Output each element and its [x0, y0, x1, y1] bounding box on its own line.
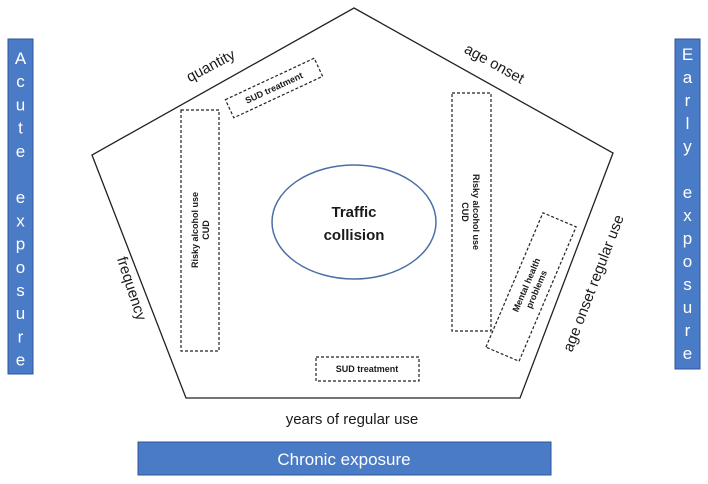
acute-exposure-letter: x: [16, 211, 25, 230]
sud-treatment-bottom-box: SUD treatment: [315, 356, 420, 382]
early-exposure-letter: s: [683, 275, 692, 294]
center-label-line2: collision: [324, 227, 385, 244]
early-exposure-letter: o: [683, 252, 692, 271]
risky-right-label-line1: Risky alcohol use: [471, 174, 481, 250]
pentagon-outline: [91, 7, 614, 399]
edge-label-quantity: quantity: [184, 46, 239, 86]
early-exposure-letter: u: [683, 298, 692, 317]
acute-exposure-letter: A: [15, 49, 27, 68]
sud-treatment-top-box: SUD treatment: [224, 57, 324, 119]
risky-left-label-line1: Risky alcohol use: [190, 192, 200, 268]
acute-exposure-letter: e: [16, 142, 25, 161]
acute-exposure-letter: e: [16, 351, 25, 370]
edge-label-years-of-regular-use: years of regular use: [286, 411, 419, 428]
sud-treatment-bottom-label: SUD treatment: [336, 364, 399, 374]
acute-exposure-letter: p: [16, 235, 25, 254]
chronic-exposure-bar: [137, 441, 552, 476]
acute-exposure-letter: t: [18, 119, 23, 138]
center-label-line1: Traffic: [331, 204, 376, 221]
acute-exposure-letter: u: [16, 304, 25, 323]
early-exposure-letter: e: [683, 344, 692, 363]
acute-exposure-letter: e: [16, 188, 25, 207]
risky-alcohol-right-box: Risky alcohol use CUD: [451, 92, 492, 332]
early-exposure-letter: y: [683, 137, 692, 156]
acute-exposure-letter: s: [16, 281, 25, 300]
early-exposure-bar: [674, 38, 701, 370]
early-exposure-letter: l: [686, 114, 690, 133]
early-exposure-letter: r: [685, 91, 691, 110]
acute-exposure-letter: u: [16, 95, 25, 114]
early-exposure-letter: x: [683, 206, 692, 225]
early-exposure-letter: a: [683, 68, 693, 87]
early-exposure-letter: r: [685, 321, 691, 340]
early-exposure-letter: e: [683, 183, 692, 202]
early-exposure-letter: E: [682, 45, 693, 64]
risky-alcohol-left-box: Risky alcohol use CUD: [180, 109, 220, 352]
acute-exposure-letter: c: [16, 72, 25, 91]
chronic-exposure-label: Chronic exposure: [277, 450, 410, 469]
edge-label-age-onset: age onset: [461, 41, 528, 88]
risky-left-label-line2: CUD: [201, 220, 211, 240]
risky-right-label-line2: CUD: [460, 202, 470, 222]
acute-exposure-letter: o: [16, 258, 25, 277]
center-ellipse: [271, 164, 437, 280]
acute-exposure-letter: r: [18, 327, 24, 346]
acute-exposure-bar: [7, 38, 34, 375]
early-exposure-letter: p: [683, 229, 692, 248]
